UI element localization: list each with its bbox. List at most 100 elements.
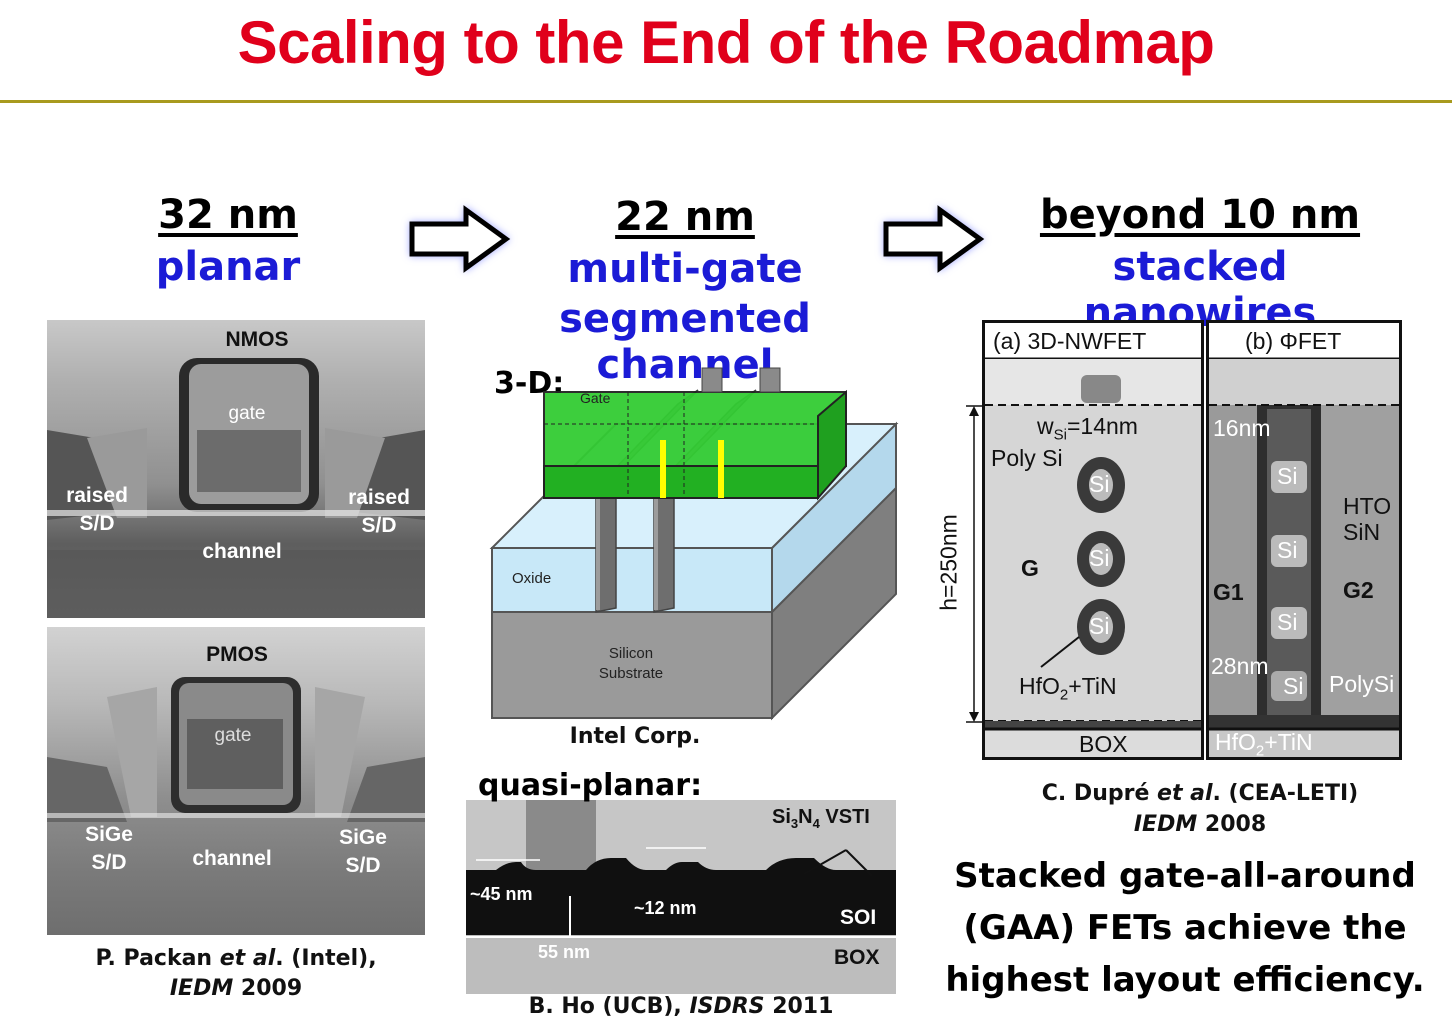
finfet-3d-diagram [489,367,899,721]
gate-label: Gate [580,390,611,406]
text: . (CEA-LETI) [1212,781,1359,806]
g1-label: G1 [1213,579,1244,605]
text: 2 [1059,686,1069,704]
pmos-sige-left: SiGe S/D [69,821,149,877]
intel-credit: Intel Corp. [569,724,701,749]
text: Si [772,806,791,828]
nmos-raised-left: raised S/D [57,482,137,538]
text: 2009 [233,976,303,1001]
text: S/D [91,851,127,874]
conclusion-text: Stacked gate-all-around (GAA) FETs achie… [940,850,1430,1006]
hfo-label: HfO2+TiN [1215,729,1313,757]
citation-line1: P. Packan et al. (Intel), [47,944,425,974]
text: S/D [345,854,381,877]
dim-12nm: ~12 nm [634,898,697,918]
si-label-3: Si [1089,613,1110,639]
right-arrow-icon [883,205,985,273]
text: 2011 [764,994,834,1019]
text: +TiN [1068,673,1117,699]
si-label-2: Si [1277,537,1298,563]
text: et al [219,946,276,971]
pmos-label: PMOS [206,643,268,666]
si-label-1: Si [1277,463,1298,489]
column-header-22nm: 22 nm multi-gate segmented channel [470,194,900,388]
planar-citation: P. Packan et al. (Intel), IEDM 2009 [47,944,425,1004]
nwfet-structure [985,323,1201,757]
node-label: 22 nm [615,194,755,240]
poly-si-label: Poly Si [991,445,1063,471]
text: Silicon [608,645,654,662]
node-label: beyond 10 nm [1039,192,1361,238]
quasi-structure [466,800,896,994]
text: HfO [1019,673,1060,699]
hto-label: HTO [1343,493,1392,519]
text: VSTI [819,806,870,828]
nmos-channel-label: channel [202,540,282,563]
node-label: 32 nm [158,192,298,238]
type-label: stacked nanowires [1083,244,1317,336]
conclusion-line3: highest layout efficiency. [945,960,1425,1000]
citation-line2: IEDM 2009 [47,974,425,1004]
text: S/D [79,512,115,535]
phifet-panel-b: (b) ΦFET 16nm Si HTO SiN Si G1 G2 Si 28n… [1206,320,1402,760]
text: 4 [812,816,820,831]
nmos-raised-right: raised S/D [339,484,419,540]
nmos-label: NMOS [225,328,289,351]
oxide-label: Oxide [512,570,552,587]
box-label: BOX [834,946,880,969]
text: 2008 [1197,812,1267,837]
hfo-label: HfO2+TiN [1019,673,1117,704]
panel-b-title: (b) ΦFET [1245,328,1342,354]
text: w [1037,413,1054,439]
text: SiGe [339,826,387,849]
text: =14nm [1066,413,1138,439]
height-label: h=250nm [935,514,962,611]
page-title: Scaling to the End of the Roadmap [237,9,1215,76]
nanowire-citation: C. Dupré et al. (CEA-LETI) IEDM 2008 [1000,778,1400,840]
quasi-citation: B. Ho (UCB), ISDRS 2011 [466,994,896,1019]
soi-label: SOI [840,906,877,929]
height-dimension: h=250nm [936,404,982,724]
text: Si [1053,426,1067,444]
text: IEDM [1133,812,1198,837]
pmos-channel-label: channel [192,847,272,870]
text: P. Packan [95,946,220,971]
substrate-label: Silicon Substrate [576,644,686,684]
height-arrow [966,405,982,723]
g-label: G [1021,555,1039,581]
panel-a-title: (a) 3D-NWFET [993,328,1147,354]
dim-28nm: 28nm [1211,653,1269,679]
text: N [798,806,813,828]
box-label: BOX [1079,731,1128,757]
pmos-gate-label: gate [214,725,252,746]
sin-label: SiN [1343,519,1381,545]
text: . (Intel), [275,946,377,971]
nmos-gate-label: gate [228,403,266,424]
text: Substrate [598,665,664,682]
nmos-tem-image: NMOS gate raised S/D raised S/D channel [47,320,425,618]
text: et al [1157,781,1213,806]
pmos-tem-image: PMOS gate SiGe S/D SiGe S/D channel [47,627,425,935]
text: SiGe [85,823,133,846]
quasi-planar-tem-image: Si3N4 VSTI ~45 nm ~12 nm 55 nm SOI BOX [466,800,896,994]
nwfet-panel-a: (a) 3D-NWFET wSi=14nm Poly Si Si Si Si G… [982,320,1204,760]
pmos-sige-right: SiGe S/D [323,824,403,880]
text: B. Ho (UCB), [528,994,690,1019]
vsti-label: Si3N4 VSTI [772,806,870,831]
text: raised [348,486,410,509]
dim-16nm: 16nm [1213,415,1271,441]
text: IEDM [169,976,234,1001]
type-label: planar [155,244,301,290]
citation-line1: C. Dupré et al. (CEA-LETI) [1000,778,1400,809]
text: ISDRS [689,994,765,1019]
si-label-2: Si [1089,545,1110,571]
pmos-structure [47,677,425,822]
text: 3 [790,816,799,831]
text: C. Dupré [1041,781,1158,806]
g2-label: G2 [1343,577,1374,603]
type-label-line1: multi-gate [567,246,803,292]
text: raised [66,484,128,507]
dim-45nm: ~45 nm [470,884,533,904]
text: S/D [361,514,397,537]
si-label-3: Si [1277,609,1298,635]
